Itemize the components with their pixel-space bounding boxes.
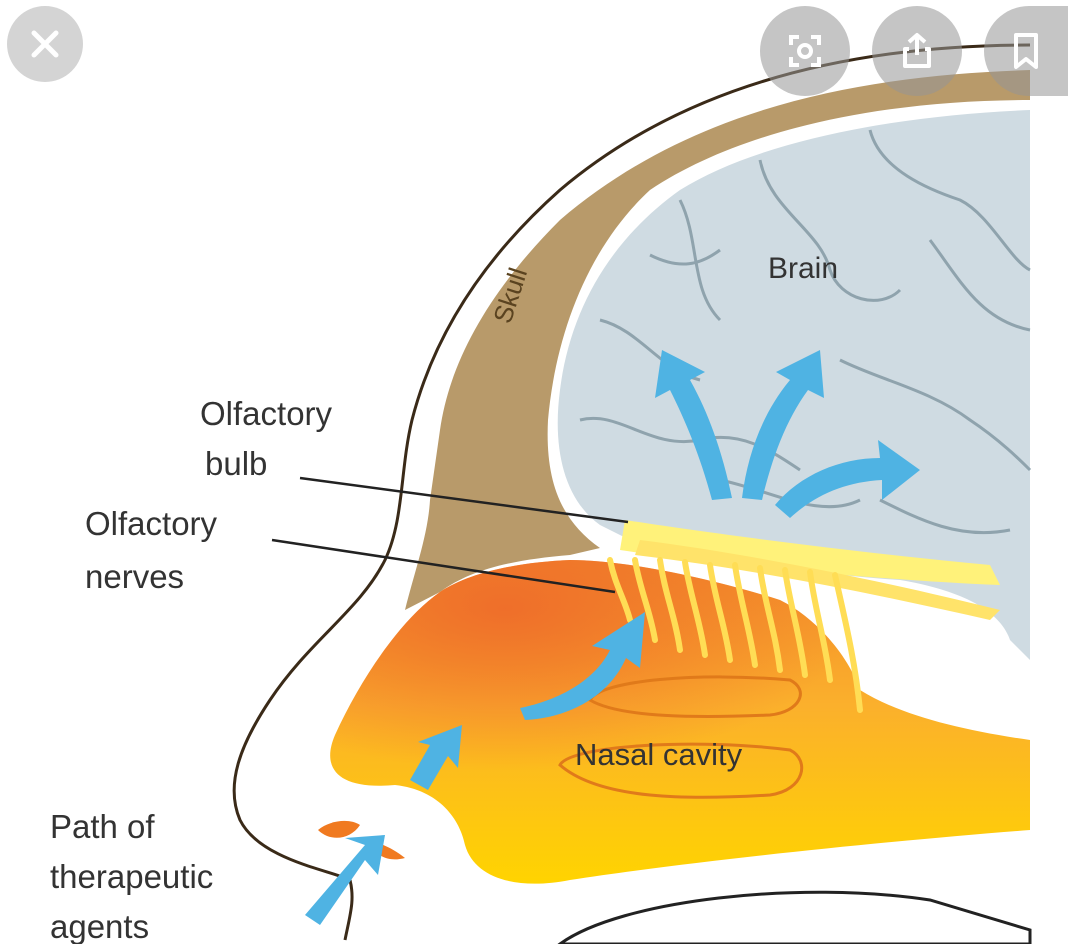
path-label-line2: therapeutic: [50, 858, 213, 895]
olfactory-nerves-label-line1: Olfactory: [85, 505, 218, 542]
path-label-line1: Path of: [50, 808, 155, 845]
visual-search-button[interactable]: [760, 6, 850, 96]
lens-icon: [785, 31, 825, 71]
brain-label: Brain: [768, 252, 838, 285]
close-button[interactable]: [7, 6, 83, 82]
bookmark-icon: [1008, 31, 1044, 71]
nasal-cavity-label: Nasal cavity: [575, 737, 743, 772]
olfactory-bulb-label-line1: Olfactory: [200, 395, 333, 432]
bookmark-button[interactable]: [984, 6, 1068, 96]
path-label-line3: agents: [50, 908, 149, 944]
share-icon: [897, 31, 937, 71]
close-icon: [28, 27, 62, 61]
share-button[interactable]: [872, 6, 962, 96]
arrow-entry: [305, 835, 385, 925]
olfactory-bulb-label-line2: bulb: [205, 445, 267, 482]
olfactory-nerves-label-line2: nerves: [85, 558, 184, 595]
